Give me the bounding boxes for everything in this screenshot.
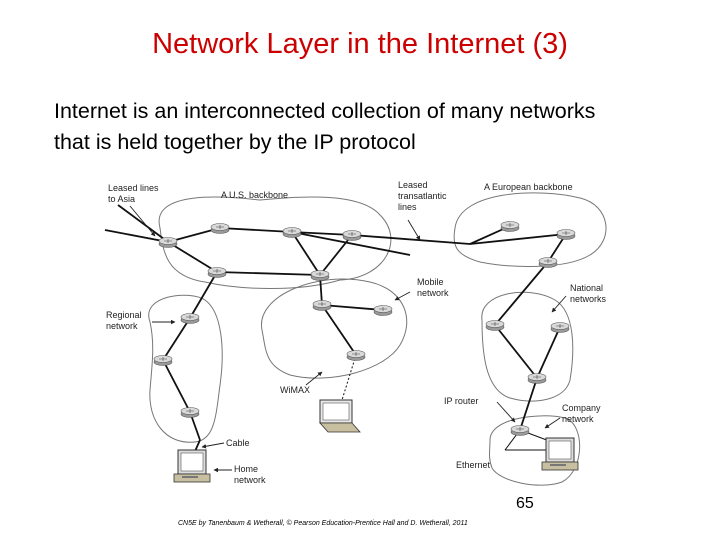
company-network-cloud (489, 415, 581, 486)
label-wimax: WiMAX (280, 385, 310, 395)
router-icon (510, 425, 530, 436)
router-icon (556, 229, 576, 240)
label-us-backbone: A U.S. backbone (221, 190, 288, 200)
router-icon (153, 355, 173, 366)
label-leased-transatlantic-1: Leased (398, 180, 428, 190)
label-national-networks-1: National (570, 283, 603, 293)
slide-body: Internet is an interconnected collection… (54, 96, 694, 158)
body-line-1: Internet is an interconnected collection… (54, 99, 596, 123)
label-leased-transatlantic-2: transatlantic (398, 191, 447, 201)
label-european-backbone: A European backbone (484, 182, 573, 192)
label-company-network-1: Company (562, 403, 601, 413)
router-icon (538, 257, 558, 268)
network-links (104, 204, 567, 459)
router-icon (282, 227, 302, 238)
router-icon (310, 270, 330, 281)
router-icon (346, 350, 366, 361)
network-clouds (148, 192, 607, 486)
label-ethernet: Ethernet (456, 460, 491, 470)
router-icon (158, 237, 178, 248)
laptop-icon (319, 399, 361, 433)
label-home-network-1: Home (234, 464, 258, 474)
label-pointers (129, 205, 567, 473)
router-icon (550, 322, 570, 333)
router-icon (180, 407, 200, 418)
body-line-2: that is held together by the IP protocol (54, 130, 416, 154)
label-regional-network-2: network (106, 321, 138, 331)
router-icon (207, 267, 227, 278)
label-ip-router: IP router (444, 396, 478, 406)
diagram-labels: Leased lines to Asia A U.S. backbone Lea… (106, 180, 607, 485)
label-leased-lines-asia-1: Leased lines (108, 183, 159, 193)
computer-icon (541, 437, 579, 471)
footer-credit: CN5E by Tanenbaum & Wetherall, © Pearson… (178, 520, 468, 527)
router-icon (210, 223, 230, 234)
router-icon (312, 300, 332, 311)
label-home-network-2: network (234, 475, 266, 485)
label-mobile-network-1: Mobile (417, 277, 444, 287)
mobile-network-cloud (261, 278, 408, 379)
label-company-network-2: network (562, 414, 594, 424)
label-mobile-network-2: network (417, 288, 449, 298)
label-cable: Cable (226, 438, 250, 448)
slide-title: Network Layer in the Internet (3) (152, 28, 568, 60)
label-leased-lines-asia-2: to Asia (108, 194, 135, 204)
page-number: 65 (516, 495, 534, 512)
us-backbone-cloud (158, 196, 392, 289)
label-leased-transatlantic-3: lines (398, 202, 417, 212)
router-icon (342, 230, 362, 241)
router-icon (527, 373, 547, 384)
router-icon (180, 313, 200, 324)
router-icon (500, 221, 520, 232)
regional-network-cloud (148, 294, 223, 443)
computer-icon (173, 449, 211, 483)
router-icon (373, 305, 393, 316)
label-national-networks-2: networks (570, 294, 607, 304)
router-icon (485, 320, 505, 331)
label-regional-network-1: Regional (106, 310, 142, 320)
national-network-cloud (481, 291, 574, 402)
european-backbone-cloud (453, 192, 607, 267)
